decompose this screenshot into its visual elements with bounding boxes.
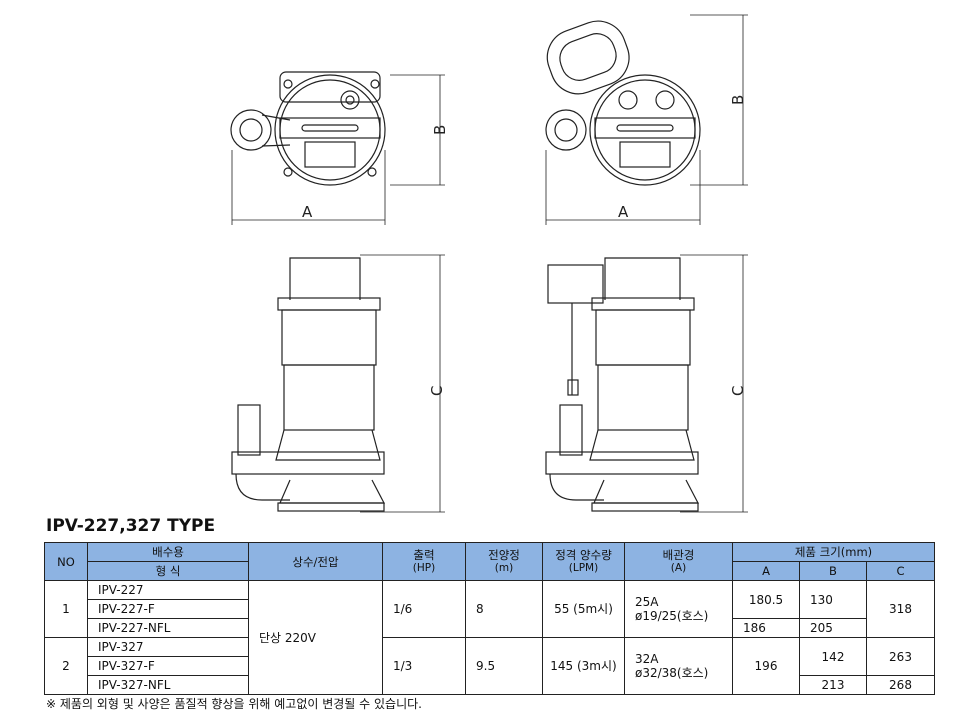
header-power-label: 출력 <box>413 548 435 562</box>
cell-power: 1/3 <box>382 637 466 695</box>
cell-no: 1 <box>44 580 88 638</box>
cell-pipe-hose: ø32/38(호스) <box>635 666 709 680</box>
cell-model: IPV-327-NFL <box>87 675 249 695</box>
dim-c-label-2: C <box>729 386 747 396</box>
header-phase: 상수/전압 <box>248 542 383 581</box>
dim-a-label-2: A <box>618 203 629 221</box>
cell-c: 263 <box>866 637 935 676</box>
header-size: 제품 크기(mm) <box>732 542 935 562</box>
side-view-float <box>545 254 748 513</box>
cell-no: 2 <box>44 637 88 695</box>
cell-head: 8 <box>465 580 543 638</box>
top-view-float <box>545 14 748 225</box>
footnote: ※ 제품의 외형 및 사양은 품질적 향상을 위해 예고없이 변경될 수 있습니… <box>46 697 422 711</box>
dim-b-label-2: B <box>729 95 747 105</box>
header-head: 전양정(m) <box>465 542 543 581</box>
cell-flow: 55 (5m시) <box>542 580 625 638</box>
header-model-top: 배수용 <box>87 542 249 562</box>
cell-model: IPV-327 <box>87 637 249 657</box>
header-model-bottom: 형 식 <box>87 561 249 581</box>
cell-b: 205 <box>799 618 867 638</box>
header-head-label: 전양정 <box>488 548 520 562</box>
header-c: C <box>866 561 935 581</box>
cell-a: 186 <box>732 618 800 638</box>
cell-model: IPV-227-F <box>87 599 249 619</box>
pump-drawings: A B A B C <box>230 14 748 513</box>
top-view-standard <box>230 71 445 225</box>
header-pipe-unit: (A) <box>670 562 687 574</box>
dim-c-label: C <box>428 386 446 396</box>
header-power-unit: (HP) <box>412 562 436 574</box>
cell-b: 213 <box>799 675 867 695</box>
cell-model: IPV-227 <box>87 580 249 600</box>
header-b: B <box>799 561 867 581</box>
cell-pipe-size: 25A <box>635 595 659 609</box>
cell-c: 268 <box>866 675 935 695</box>
table-row: IPV-327-NFL 213 268 <box>45 675 935 695</box>
dim-a-label: A <box>302 203 313 221</box>
header-power: 출력(HP) <box>382 542 466 581</box>
cell-head: 9.5 <box>465 637 543 695</box>
cell-phase: 단상 220V <box>248 580 383 695</box>
header-flow-label: 정격 양수량 <box>555 548 612 562</box>
cell-a: 180.5 <box>732 580 800 619</box>
cell-pipe-hose: ø19/25(호스) <box>635 609 709 623</box>
spec-table: NO 배수용 상수/전압 출력(HP) 전양정(m) 정격 양수량(LPM) 배… <box>44 542 935 695</box>
header-pipe-label: 배관경 <box>662 548 695 562</box>
cell-flow: 145 (3m시) <box>542 637 625 695</box>
header-no: NO <box>44 542 88 581</box>
header-flow-unit: (LPM) <box>568 562 599 574</box>
header-pipe: 배관경(A) <box>624 542 733 581</box>
type-title: IPV-227,327 TYPE <box>46 516 216 536</box>
cell-model: IPV-227-NFL <box>87 618 249 638</box>
header-a: A <box>732 561 800 581</box>
cell-power: 1/6 <box>382 580 466 638</box>
cell-pipe-size: 32A <box>635 652 659 666</box>
cell-b: 130 <box>799 580 867 619</box>
cell-a: 196 <box>732 637 800 695</box>
header-flow: 정격 양수량(LPM) <box>542 542 625 581</box>
table-row: IPV-227-NFL 186 205 <box>45 618 935 638</box>
cell-c: 318 <box>866 580 935 638</box>
header-head-unit: (m) <box>494 562 514 574</box>
cell-model: IPV-327-F <box>87 656 249 676</box>
cell-b: 142 <box>799 637 867 676</box>
dim-b-label: B <box>431 125 449 135</box>
side-view-standard <box>231 254 445 513</box>
